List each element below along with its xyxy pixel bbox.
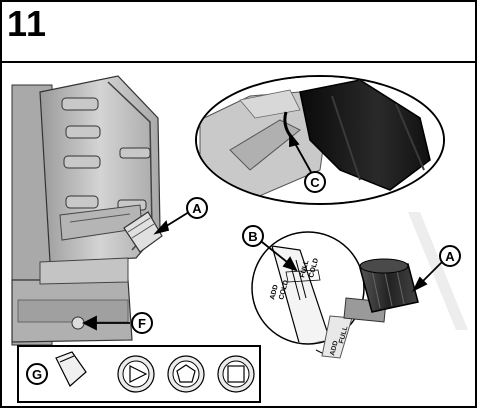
plug-types-box (17, 345, 261, 403)
svg-text:B: B (248, 229, 257, 244)
plug-type-pentagon (167, 355, 205, 393)
dipstick-cold-label-1: COLD (278, 280, 290, 301)
arrowhead-a1 (153, 220, 170, 235)
svg-text:C: C (310, 175, 320, 190)
callout-a1: A (186, 197, 208, 219)
watermark-stroke (408, 212, 468, 330)
dipstick-add-label: ADD (269, 284, 280, 300)
callout-c: C (304, 171, 326, 193)
arrowhead-a2 (411, 276, 428, 293)
svg-text:A: A (192, 201, 202, 216)
arrowhead-b (282, 256, 298, 272)
plug-type-triangle (117, 355, 155, 393)
callout-g: G (26, 363, 48, 385)
dipstick-cold-label-2: COLD (308, 258, 320, 279)
blade-full-label: FULL (338, 325, 350, 345)
svg-text:F: F (138, 316, 146, 331)
svg-text:G: G (32, 367, 42, 382)
plug-type-square (217, 355, 255, 393)
arrowhead-c (289, 131, 300, 148)
step-number: 11 (7, 3, 48, 44)
dipstick-detail: ADD COLD FULL COLD (251, 231, 365, 357)
callout-a2: A (439, 245, 461, 267)
fill-cap-on-engine (123, 211, 163, 253)
callout-b: B (242, 225, 264, 247)
blade-add-label: ADD (329, 340, 340, 356)
callout-f: F (131, 312, 153, 334)
dipstick-full-label: FULL (299, 259, 311, 279)
arrowhead-f (81, 315, 97, 331)
engine-block (11, 75, 163, 346)
dipstick-with-cap: ADD FULL (321, 258, 419, 359)
svg-text:A: A (445, 249, 455, 264)
